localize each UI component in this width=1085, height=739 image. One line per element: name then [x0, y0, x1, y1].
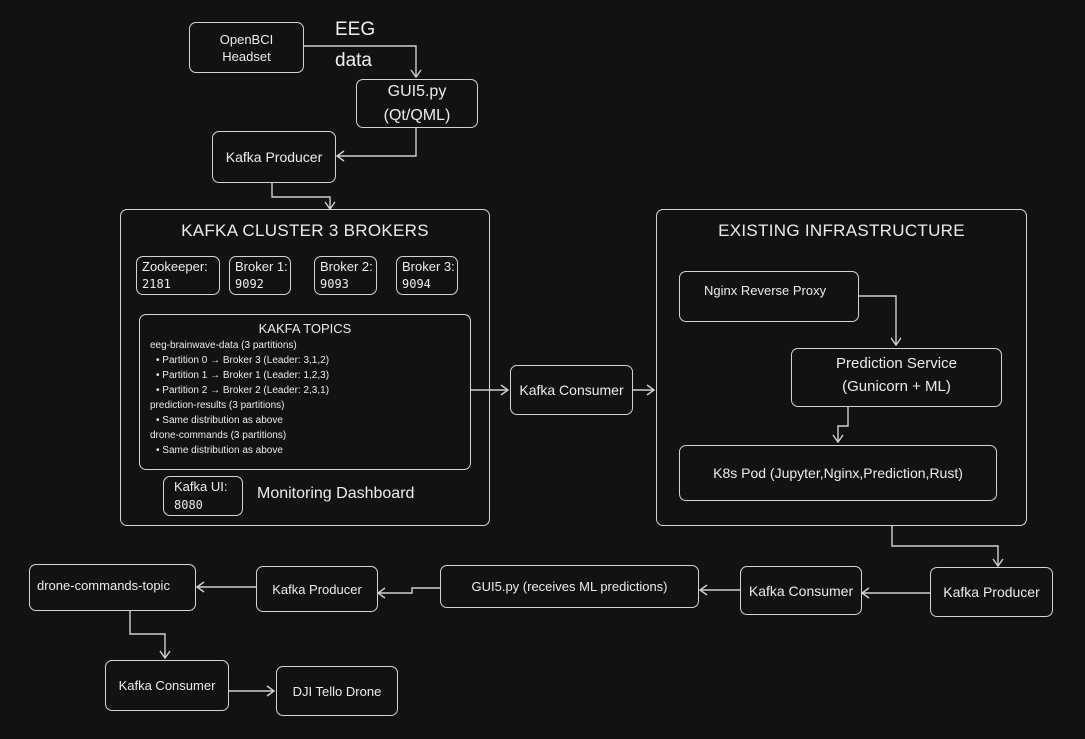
kafka-ui-name: Kafka UI: — [174, 479, 228, 494]
eeg-label: EEG — [335, 19, 376, 40]
arrow-infra-to-producer — [891, 526, 999, 566]
prediction-service-title: Prediction Service — [836, 355, 957, 372]
broker-1-node: Broker 1: 9092 — [229, 256, 291, 295]
kafka-cluster-title: KAFKA CLUSTER 3 BROKERS — [181, 221, 429, 240]
infrastructure-title: EXISTING INFRASTRUCTURE — [718, 221, 965, 240]
broker-3-node: Broker 3: 9094 — [396, 256, 458, 295]
kafka-producer-bottom-node: Kafka Producer — [256, 566, 378, 612]
k8s-pod-node: K8s Pod (Jupyter,Nginx,Prediction,Rust) — [679, 445, 997, 501]
topic-partition-1: • Partition 1 → Broker 1 (Leader: 1,2,3) — [156, 370, 330, 381]
arrow-gui-to-producer — [337, 128, 417, 157]
topic-prediction-note: • Same distribution as above — [156, 415, 283, 426]
zookeeper-name: Zookeeper: — [142, 259, 208, 274]
kafka-ui-port: 8080 — [174, 498, 203, 512]
topic-partition-2: • Partition 2 → Broker 2 (Leader: 2,3,1) — [156, 385, 330, 396]
kafka-consumer-bottom-node: Kafka Consumer — [740, 566, 862, 615]
gui5-predictions-node: GUI5.py (receives ML predictions) — [440, 565, 699, 608]
kafka-consumer-mid-node: Kafka Consumer — [510, 365, 633, 415]
kafka-producer-top-node: Kafka Producer — [212, 131, 336, 183]
existing-infrastructure-group: EXISTING INFRASTRUCTURE Nginx Reverse Pr… — [656, 209, 1027, 526]
drone-commands-topic-node: drone-commands-topic — [29, 564, 196, 611]
gui5-qt-node: GUI5.py (Qt/QML) — [356, 79, 478, 128]
dji-tello-drone-node: DJI Tello Drone — [276, 666, 398, 716]
data-label: data — [335, 50, 372, 71]
kafka-topics-title: KAKFA TOPICS — [258, 321, 352, 336]
broker-1-name: Broker 1: — [235, 259, 288, 274]
openbci-headset-node: OpenBCI Headset — [189, 22, 304, 73]
prediction-service-subtitle: (Gunicorn + ML) — [842, 378, 951, 395]
arrow-gui-to-producer-bottom — [378, 587, 440, 594]
broker-2-node: Broker 2: 9093 — [314, 256, 377, 295]
kafka-consumer-final-node: Kafka Consumer — [105, 660, 229, 711]
arrow-producer-to-cluster — [271, 183, 331, 208]
kafka-topics-box: KAKFA TOPICS eeg-brainwave-data (3 parti… — [139, 314, 471, 470]
kafka-producer-right-node: Kafka Producer — [930, 567, 1053, 617]
prediction-service-node: Prediction Service (Gunicorn + ML) — [791, 348, 1002, 407]
nginx-reverse-proxy-node: Nginx Reverse Proxy — [679, 271, 859, 322]
topic-eeg: eeg-brainwave-data (3 partitions) — [150, 340, 297, 351]
topic-drone: drone-commands (3 partitions) — [150, 430, 287, 441]
zookeeper-node: Zookeeper: 2181 — [136, 256, 220, 295]
topic-prediction: prediction-results (3 partitions) — [150, 400, 285, 411]
topic-drone-note: • Same distribution as above — [156, 445, 283, 456]
zookeeper-port: 2181 — [142, 277, 171, 291]
monitoring-dashboard-label: Monitoring Dashboard — [257, 485, 415, 502]
kafka-cluster-group: KAFKA CLUSTER 3 BROKERS Zookeeper: 2181 … — [120, 209, 490, 526]
arrow-topic-to-consumer — [129, 611, 166, 658]
broker-2-name: Broker 2: — [320, 259, 373, 274]
broker-3-name: Broker 3: — [402, 259, 455, 274]
topic-partition-0: • Partition 0 → Broker 3 (Leader: 3,1,2) — [156, 355, 330, 366]
broker-1-port: 9092 — [235, 277, 264, 291]
broker-3-port: 9094 — [402, 277, 431, 291]
broker-2-port: 9093 — [320, 277, 349, 291]
kafka-ui-node: Kafka UI: 8080 — [163, 476, 243, 516]
